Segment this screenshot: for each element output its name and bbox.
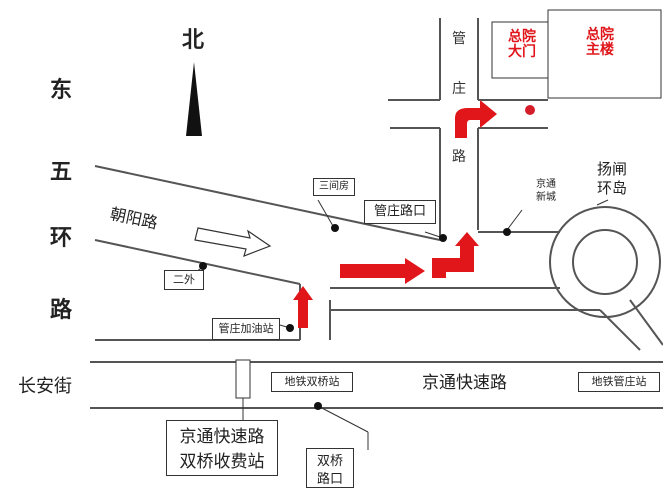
location-dot (199, 262, 207, 270)
location-dot (331, 224, 339, 232)
location-dot (286, 324, 294, 332)
changan-street-label: 长安街 (18, 376, 72, 397)
main-building-label: 总院 主楼 (586, 27, 614, 59)
main-gate-block (491, 21, 555, 79)
location-dot (439, 234, 447, 242)
main-building-block (547, 9, 662, 99)
ring-road-char: 五 (50, 160, 73, 185)
location-dot (314, 402, 322, 410)
toll-booth (235, 359, 251, 399)
subway-shuangqiao-callout: 地铁双桥站 (271, 372, 353, 392)
jingtong-expressway-label: 京通快速路 (422, 373, 507, 393)
road-edge (599, 309, 641, 351)
road-edge (94, 239, 301, 285)
shuangqiao-junction-callout: 双桥 路口 (306, 448, 354, 488)
main-gate-label: 总院 大门 (508, 29, 536, 61)
toll-station-callout: 京通快速路 双桥收费站 (166, 420, 278, 476)
gas-station-callout: 管庄加油站 (212, 318, 280, 340)
location-dot (503, 228, 511, 236)
route-arrow-turn-right-icon (455, 100, 497, 138)
subway-guanzhuang-callout: 地铁管庄站 (578, 372, 660, 392)
route-arrow-up-icon (293, 286, 313, 328)
guanzhuang-road-char: 管 (452, 31, 466, 47)
ring-road-char: 东 (50, 78, 73, 103)
ring-road-char: 环 (50, 226, 73, 251)
erwai-callout: 二外 (164, 270, 204, 290)
sanjianfang-callout: 三间房 (313, 178, 355, 196)
direction-arrow-icon (194, 227, 272, 257)
guanzhuang-road-char: 路 (452, 149, 466, 165)
jingtong-xinyuan-callout: 京通 新城 (527, 176, 565, 210)
route-arrow-turn-icon (432, 232, 479, 278)
guanzhuang-junction-callout: 管庄路口 (364, 200, 436, 224)
north-arrow-icon (186, 62, 202, 136)
ring-road-char: 路 (50, 298, 73, 323)
road-edge (94, 165, 441, 241)
guanzhuang-road-char: 庄 (452, 81, 466, 97)
yangzha-roundabout-label: 扬闸 环岛 (597, 160, 628, 197)
roundabout-outer (549, 206, 661, 318)
route-arrow-right-icon (340, 258, 425, 284)
destination-marker-icon (525, 105, 535, 115)
north-label: 北 (182, 28, 205, 53)
roundabout-inner (572, 229, 638, 295)
road-edge (629, 299, 663, 346)
